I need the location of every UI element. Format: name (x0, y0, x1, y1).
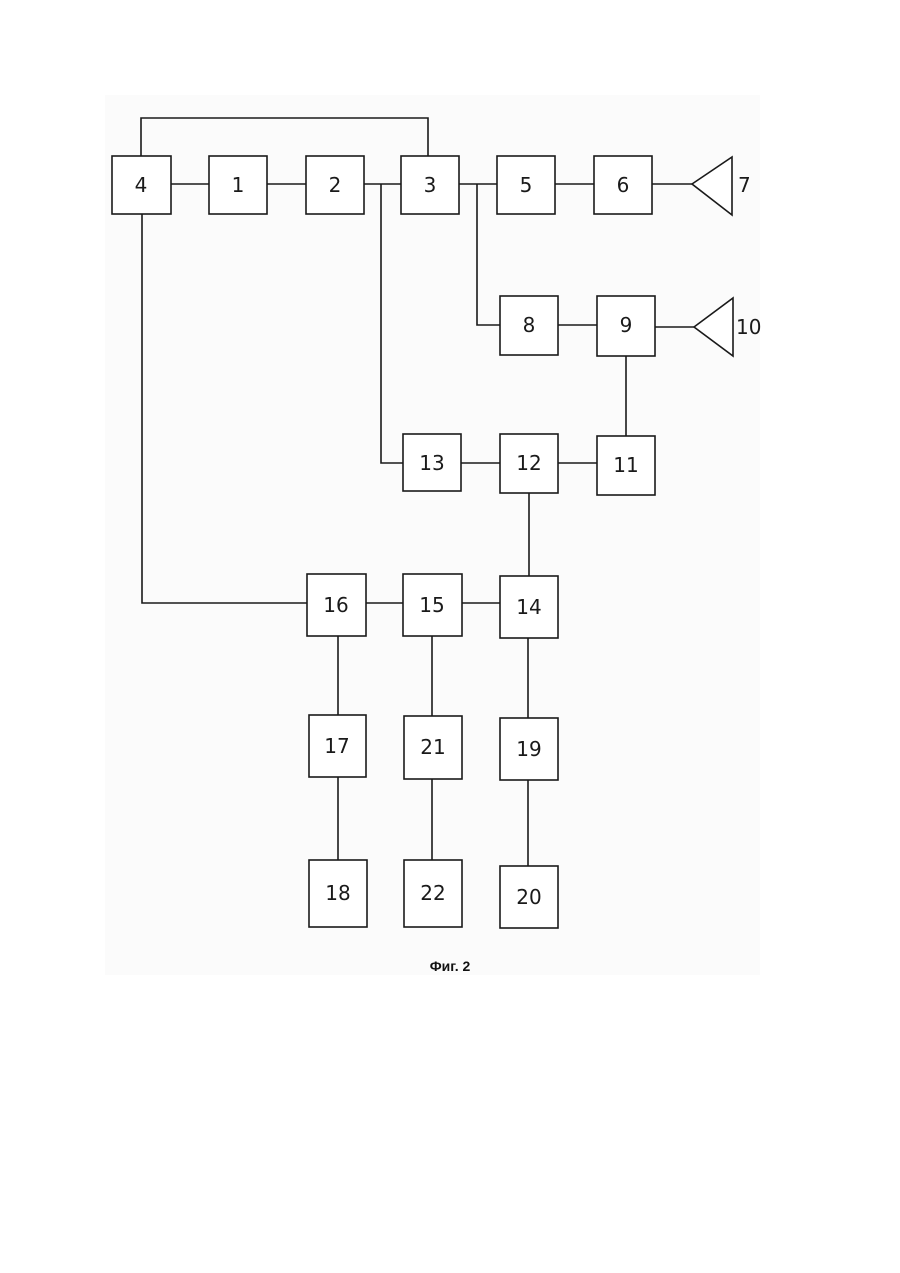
block-5-label: 5 (520, 173, 533, 197)
block-8-label: 8 (523, 313, 536, 337)
antenna-10-label: 10 (736, 315, 761, 339)
block-13-label: 13 (419, 451, 444, 475)
block-22-label: 22 (420, 881, 445, 905)
block-3-label: 3 (424, 173, 437, 197)
block-12-label: 12 (516, 451, 541, 475)
block-19-label: 19 (516, 737, 541, 761)
antenna-7-label: 7 (738, 173, 751, 197)
block-21-label: 21 (420, 735, 445, 759)
block-20-label: 20 (516, 885, 541, 909)
block-16-label: 16 (323, 593, 348, 617)
block-2-label: 2 (329, 173, 342, 197)
block-1-label: 1 (232, 173, 245, 197)
block-11-label: 11 (613, 453, 638, 477)
figure-caption: Фиг. 2 (390, 958, 510, 974)
block-17-label: 17 (324, 734, 349, 758)
block-18-label: 18 (325, 881, 350, 905)
block-9-label: 9 (620, 313, 633, 337)
block-14-label: 14 (516, 595, 541, 619)
block-15-label: 15 (419, 593, 444, 617)
block-4-label: 4 (135, 173, 148, 197)
block-6-label: 6 (617, 173, 630, 197)
